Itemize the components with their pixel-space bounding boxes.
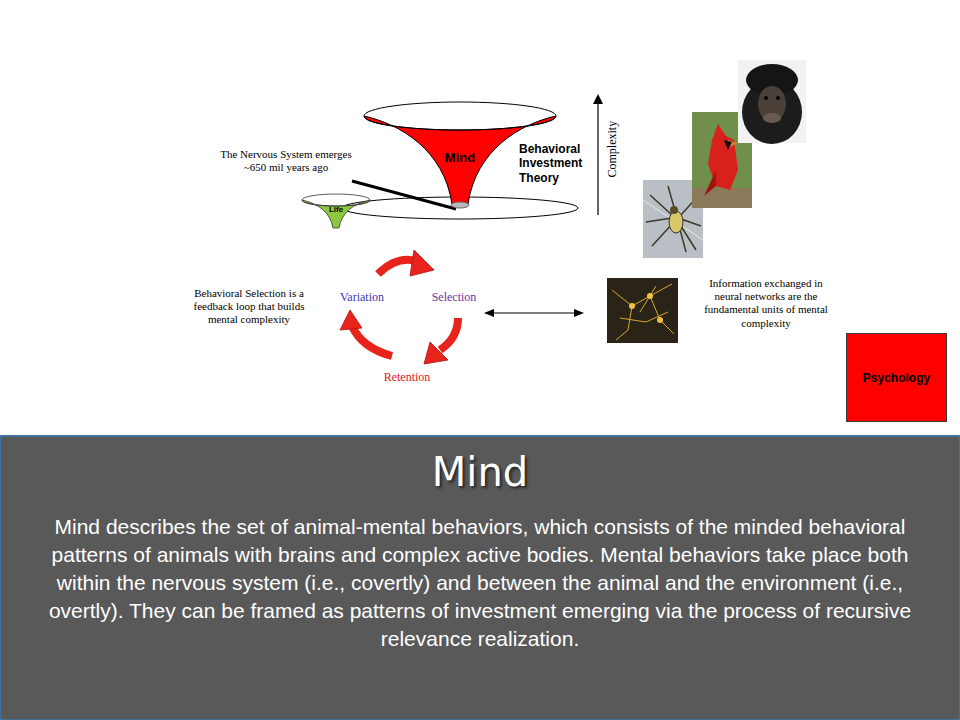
funnel-label: Mind bbox=[420, 150, 500, 165]
chimp-photo bbox=[738, 60, 806, 144]
axis-label: Complexity bbox=[605, 109, 619, 189]
panel-title: Mind bbox=[0, 448, 960, 496]
cycle-step: Selection bbox=[422, 290, 486, 304]
theory-label: Behavioral Investment Theory bbox=[519, 142, 591, 185]
leader-line bbox=[352, 181, 456, 209]
note-text: Behavioral Selection is a feedback loop … bbox=[182, 287, 316, 327]
neuron-photo bbox=[607, 278, 678, 343]
cycle-step: Retention bbox=[374, 370, 440, 384]
panel-caption: Mind describes the set of animal-mental … bbox=[22, 513, 938, 653]
life-funnel: Life bbox=[298, 192, 374, 232]
funnel-rim bbox=[364, 102, 556, 130]
text-panel bbox=[0, 436, 960, 720]
box-label: Psychology bbox=[863, 371, 930, 385]
cycle-step: Variation bbox=[330, 290, 394, 304]
funnel-label: Life bbox=[316, 205, 356, 214]
cycle-arrows bbox=[352, 260, 458, 356]
note-text: The Nervous System emerges ~650 mil year… bbox=[216, 148, 356, 174]
cycle-arrowheads bbox=[340, 250, 448, 364]
funnel-rim bbox=[302, 194, 370, 206]
funnel-neck bbox=[451, 202, 469, 208]
psychology-box: Psychology bbox=[846, 333, 947, 422]
double-arrow bbox=[484, 309, 584, 317]
note-text: Information exchanged in neural networks… bbox=[696, 277, 836, 330]
complexity-arrow bbox=[593, 94, 603, 215]
